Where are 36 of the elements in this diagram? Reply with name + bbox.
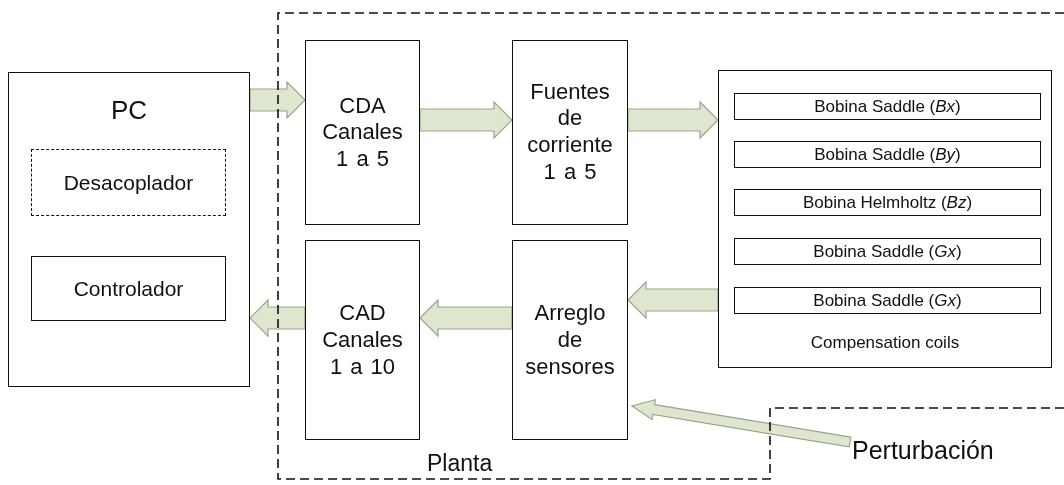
block-label: CDA Canales 1 a 5 (321, 92, 404, 173)
arrow (627, 100, 719, 140)
block-label: CAD Canales 1 a 10 (321, 299, 404, 381)
region-label: Planta (427, 450, 493, 477)
arrow (419, 298, 513, 338)
block-label: Arreglo de sensores (524, 299, 616, 381)
coil-group-box (718, 70, 1052, 368)
coil-label: Bobina Saddle (Gx) (812, 290, 963, 311)
module-box (31, 149, 226, 216)
computer-box (8, 72, 250, 387)
process-box (305, 240, 420, 440)
arrow (249, 80, 306, 120)
arrow (249, 298, 306, 338)
coil-label: Bobina Saddle (By) (813, 144, 962, 165)
coil-label: Bobina Saddle (Gx) (812, 241, 963, 262)
module-label: Desacoplador (62, 170, 195, 195)
title: PC (109, 95, 149, 126)
arrow (630, 398, 852, 448)
coil-box (734, 93, 1041, 120)
block-label: Fuentes de corriente 1 a 5 (526, 78, 614, 187)
plant-region (277, 12, 1064, 480)
coil-box (734, 141, 1041, 168)
process-box (512, 240, 628, 440)
coil-box (734, 287, 1041, 314)
module-box (31, 256, 226, 321)
disturbance-text: Perturbación (852, 436, 995, 465)
arrow (627, 280, 719, 320)
process-box (512, 40, 628, 225)
group-label: Compensation coils (809, 333, 961, 353)
coil-label: Bobina Helmholtz (Bz) (801, 192, 974, 213)
coil-box (734, 189, 1041, 216)
module-label: Controlador (72, 276, 185, 301)
process-box (305, 40, 420, 225)
coil-box (734, 238, 1041, 265)
arrow (419, 100, 513, 140)
coil-label: Bobina Saddle (Bx) (813, 96, 962, 117)
